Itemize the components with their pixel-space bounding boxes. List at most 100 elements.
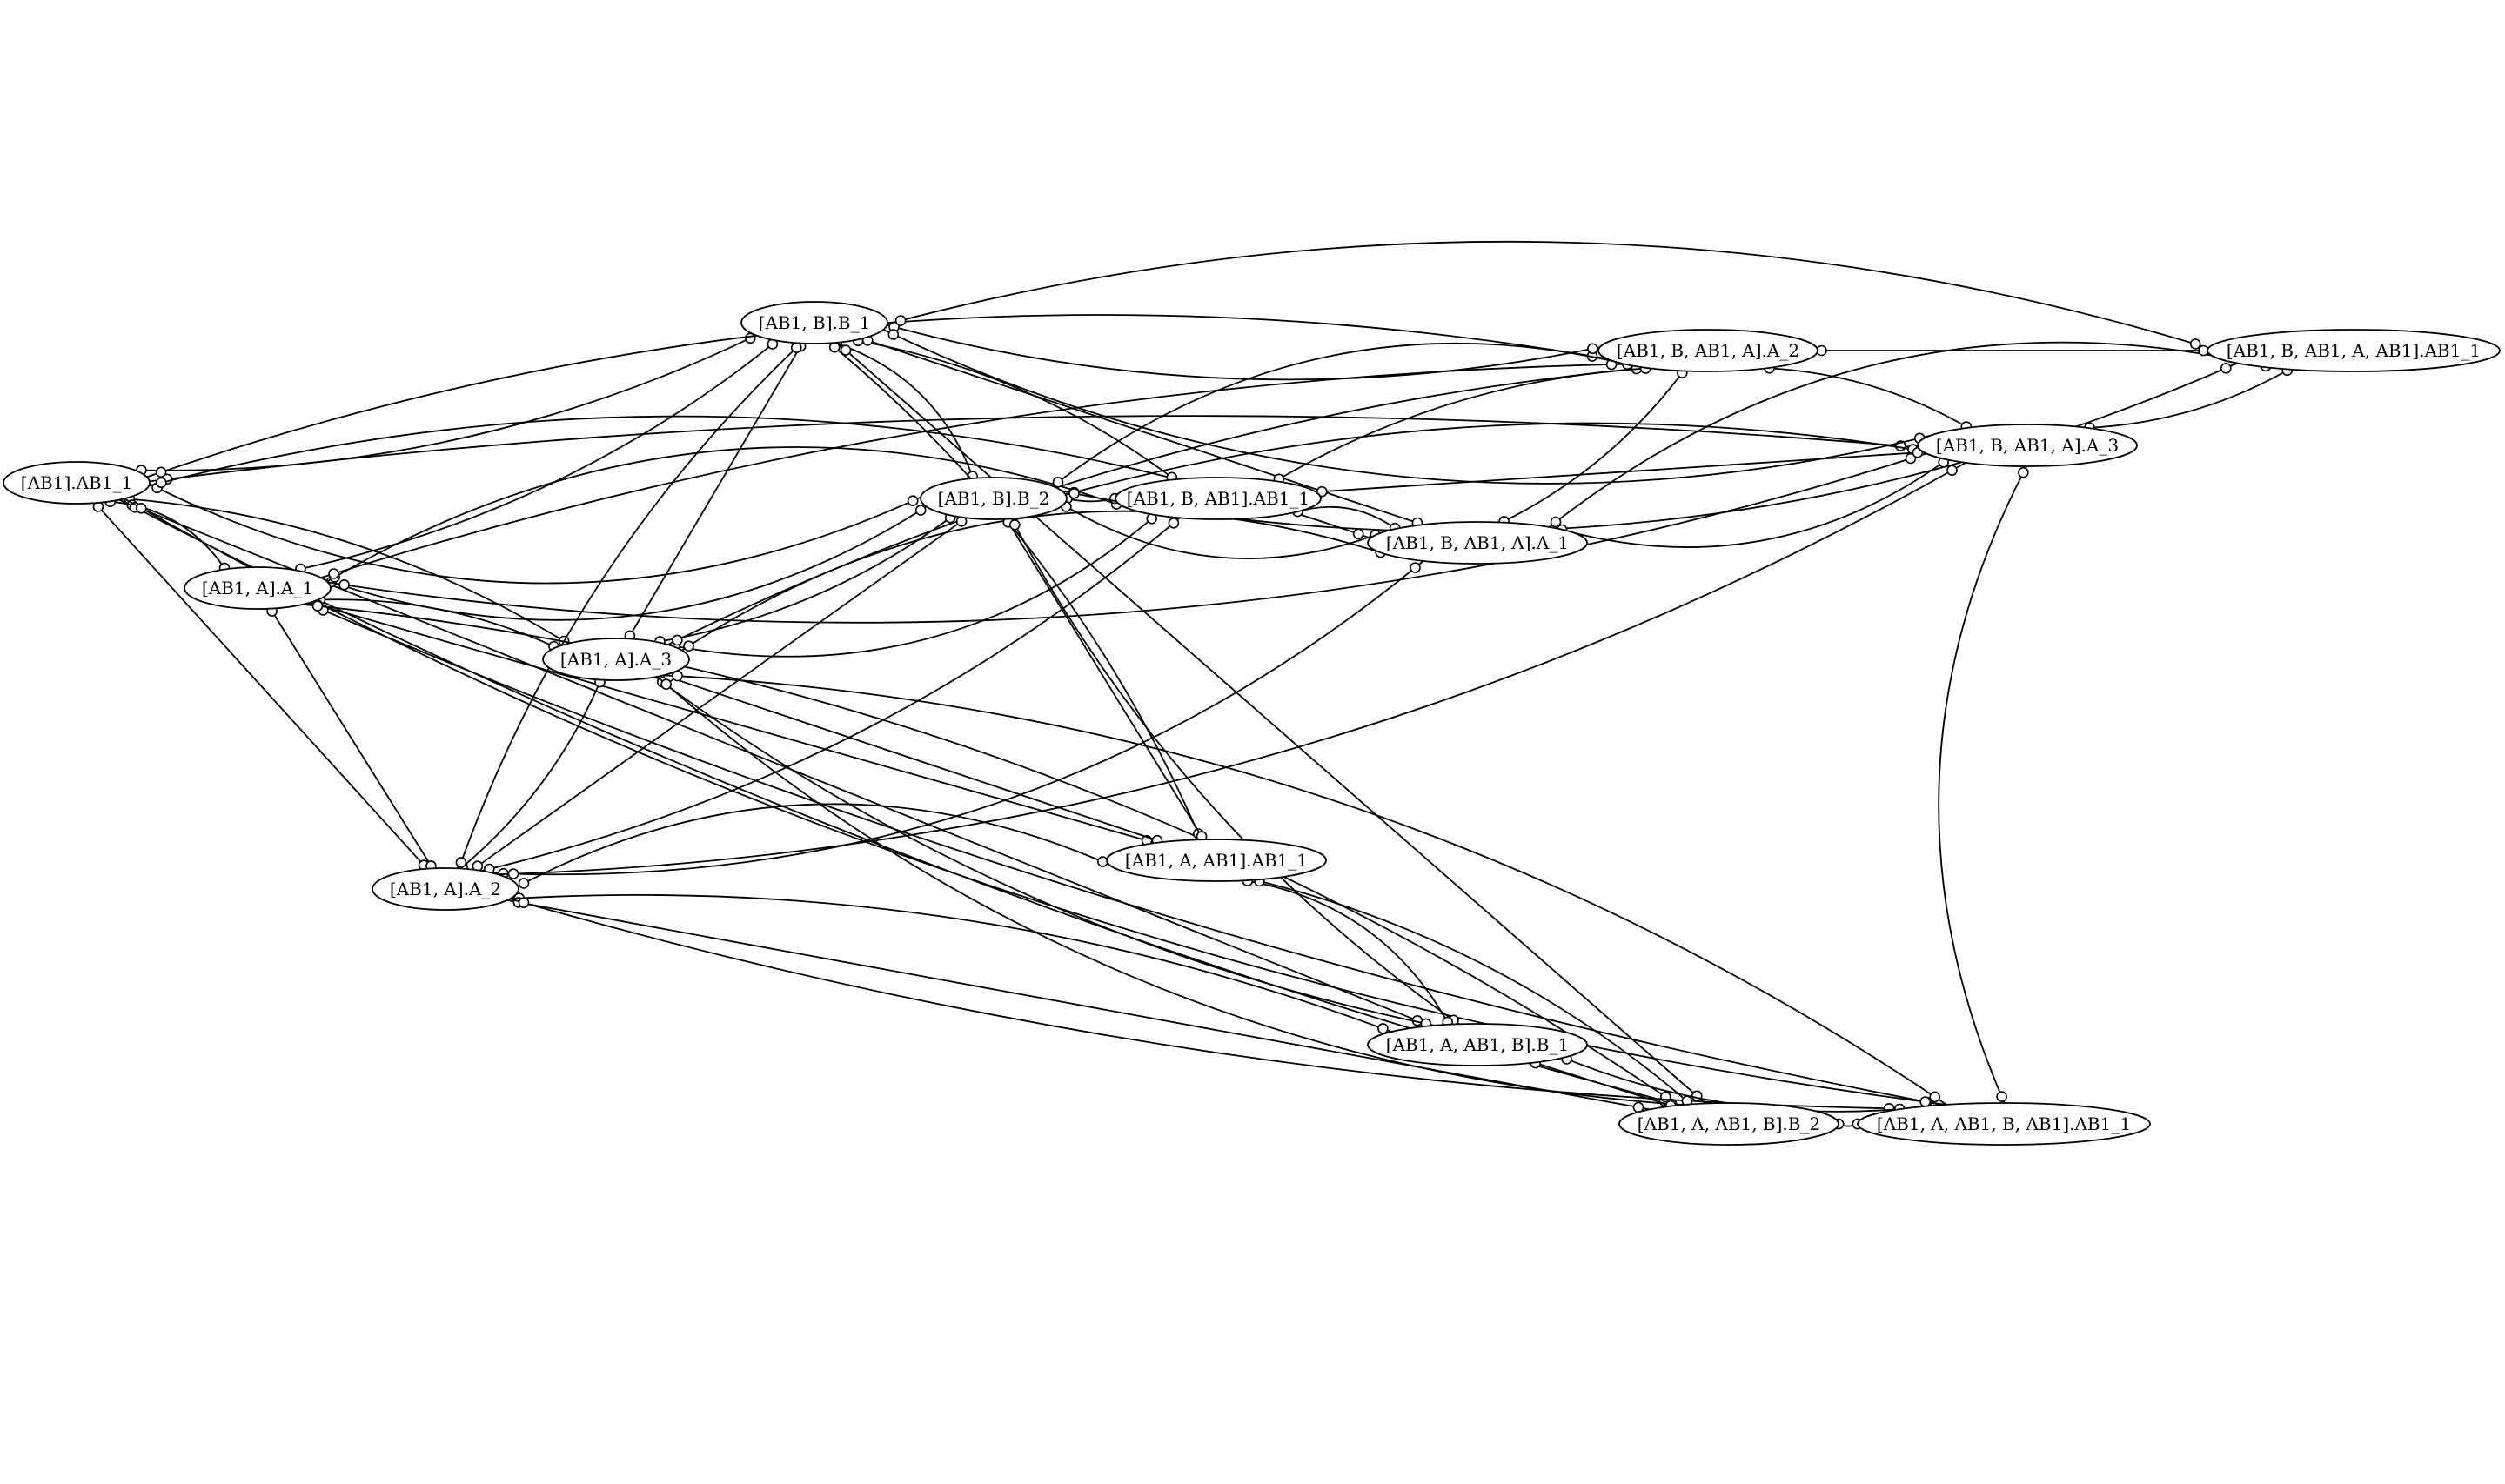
edge-port xyxy=(2018,466,2029,478)
node-ellipse xyxy=(1597,329,1818,372)
edge-n0-n2 xyxy=(124,498,569,645)
edge-port xyxy=(1377,1023,1389,1034)
edge-n3-n4 xyxy=(458,342,802,869)
graph-node: [AB1, B, AB1, A, AB1].AB1_1 xyxy=(2207,329,2501,372)
edge-port xyxy=(1929,1091,1940,1103)
edge-n1-n13 xyxy=(302,604,1679,1106)
edge-port xyxy=(156,477,167,489)
graph-node: [AB1, B, AB1].AB1_1 xyxy=(1115,477,1322,520)
node-ellipse xyxy=(1917,424,2138,467)
node-label: [AB1, A, AB1, B].B_1 xyxy=(1386,1034,1569,1055)
node-label: [AB1, A].A_1 xyxy=(202,578,313,598)
edge-n7-n9 xyxy=(1557,458,1948,548)
edge-n4-n7 xyxy=(861,338,1423,526)
node-label: [AB1].AB1_1 xyxy=(21,472,132,493)
nodes-layer: [AB1].AB1_1 [AB1, A].A_1 [AB1, A].A_3 [AB1,… xyxy=(3,301,2501,1146)
edge-n3-n6 xyxy=(481,517,1181,872)
graph-node: [AB1, A, AB1, B, AB1].AB1_1 xyxy=(1857,1102,2151,1146)
node-label: [AB1, B].B_1 xyxy=(759,312,871,333)
edge-port xyxy=(311,600,324,612)
node-ellipse xyxy=(1367,1023,1588,1066)
edge-port xyxy=(136,502,147,514)
graph-node: [AB1, B].B_1 xyxy=(740,301,888,344)
node-ellipse xyxy=(920,477,1068,520)
edge-n0-n9 xyxy=(149,415,1919,483)
edge-n1-n9 xyxy=(327,452,1927,624)
edge-n3-n12 xyxy=(510,894,1392,1033)
graph-node: [AB1, A, AB1, B].B_1 xyxy=(1367,1023,1588,1066)
node-label: [AB1, B, AB1, A, AB1].AB1_1 xyxy=(2227,340,2481,361)
edge-port xyxy=(2189,338,2201,350)
edge-n4-n5 xyxy=(834,342,975,479)
edge-n4-n9 xyxy=(882,329,1931,485)
edge-port xyxy=(907,495,919,507)
node-ellipse xyxy=(3,461,151,505)
edge-port xyxy=(840,344,852,356)
node-label: [AB1, B, AB1, A].A_2 xyxy=(1617,340,1799,361)
edge-n4-n6 xyxy=(854,339,1175,481)
edge-n0-n14 xyxy=(124,498,1946,1106)
edge-n5-n7 xyxy=(1062,504,1379,559)
edge-port xyxy=(518,897,530,908)
edge-n11-n12 xyxy=(1244,879,1450,1026)
edge-n2-n4 xyxy=(627,343,803,639)
edge-n0-n4 xyxy=(134,334,757,471)
node-ellipse xyxy=(184,566,332,610)
graph-node: [AB1, B, AB1, A].A_2 xyxy=(1597,329,1818,372)
node-label: [AB1, A, AB1, B].B_2 xyxy=(1638,1113,1820,1134)
edge-n3-n7 xyxy=(492,560,1424,876)
node-ellipse xyxy=(1618,1102,1839,1146)
edge-n2-n12 xyxy=(654,676,1435,1026)
edge-n2-n8 xyxy=(667,367,1647,645)
edge-n2-n5 xyxy=(656,515,954,643)
edge-port xyxy=(1168,517,1180,529)
edge-n8-n9 xyxy=(1766,367,1969,429)
edge-n5-n9 xyxy=(1065,422,1922,496)
edge-n5-n11 xyxy=(1005,518,1205,840)
edge-n4-n10 xyxy=(887,240,2209,349)
edge-n4-n13 xyxy=(836,342,1706,1105)
node-ellipse xyxy=(2207,329,2501,372)
edge-port xyxy=(455,857,467,868)
edge-n3-n13 xyxy=(506,899,1651,1111)
edge-n1-n5 xyxy=(325,505,928,621)
graph-node: [AB1, A].A_2 xyxy=(372,867,519,911)
node-ellipse xyxy=(1115,477,1322,520)
edge-n1-n11 xyxy=(309,602,1156,844)
edge-n6-n8 xyxy=(1275,367,1650,482)
node-label: [AB1, B, AB1].AB1_1 xyxy=(1127,488,1309,509)
edge-port xyxy=(1097,856,1108,867)
graph-node: [AB1, A, AB1, B].B_2 xyxy=(1618,1102,1839,1146)
node-ellipse xyxy=(740,301,888,344)
edge-port xyxy=(914,505,927,516)
edge-port xyxy=(1996,1091,2007,1102)
graph-node: [AB1, B].B_2 xyxy=(920,477,1068,520)
edge-n3-n9 xyxy=(497,462,1966,876)
edge-n12-n13 xyxy=(1533,1061,1673,1107)
edge-n11-n13 xyxy=(1254,879,1691,1106)
edge-n2-n7 xyxy=(681,510,1389,652)
graph-node: [AB1, A, AB1].AB1_1 xyxy=(1106,839,1327,882)
edge-n2-n14 xyxy=(663,674,1947,1106)
node-label: [AB1, B, AB1, A].A_1 xyxy=(1386,532,1569,553)
edge-n7-n10 xyxy=(1549,341,2274,528)
edge-n0-n3 xyxy=(94,502,428,870)
node-label: [AB1, B].B_2 xyxy=(938,488,1050,509)
edge-n1-n14 xyxy=(306,602,1943,1106)
graph-node: [AB1, A].A_3 xyxy=(542,638,690,681)
graph-node: [AB1].AB1_1 xyxy=(3,461,151,505)
edge-port xyxy=(887,329,900,340)
edge-n1-n3 xyxy=(269,608,434,869)
node-ellipse xyxy=(1857,1102,2151,1146)
edge-n1-n4 xyxy=(295,339,778,572)
edge-port xyxy=(1919,1096,1931,1107)
edge-port xyxy=(1946,465,1958,477)
node-label: [AB1, A].A_2 xyxy=(390,879,501,899)
edge-n0-n7 xyxy=(148,415,1371,539)
edge-n4-n11 xyxy=(828,342,1202,840)
edge-port xyxy=(518,878,530,889)
edge-port xyxy=(1052,476,1064,488)
edge-port xyxy=(1068,487,1080,499)
edge-n1-n6 xyxy=(326,446,1126,583)
